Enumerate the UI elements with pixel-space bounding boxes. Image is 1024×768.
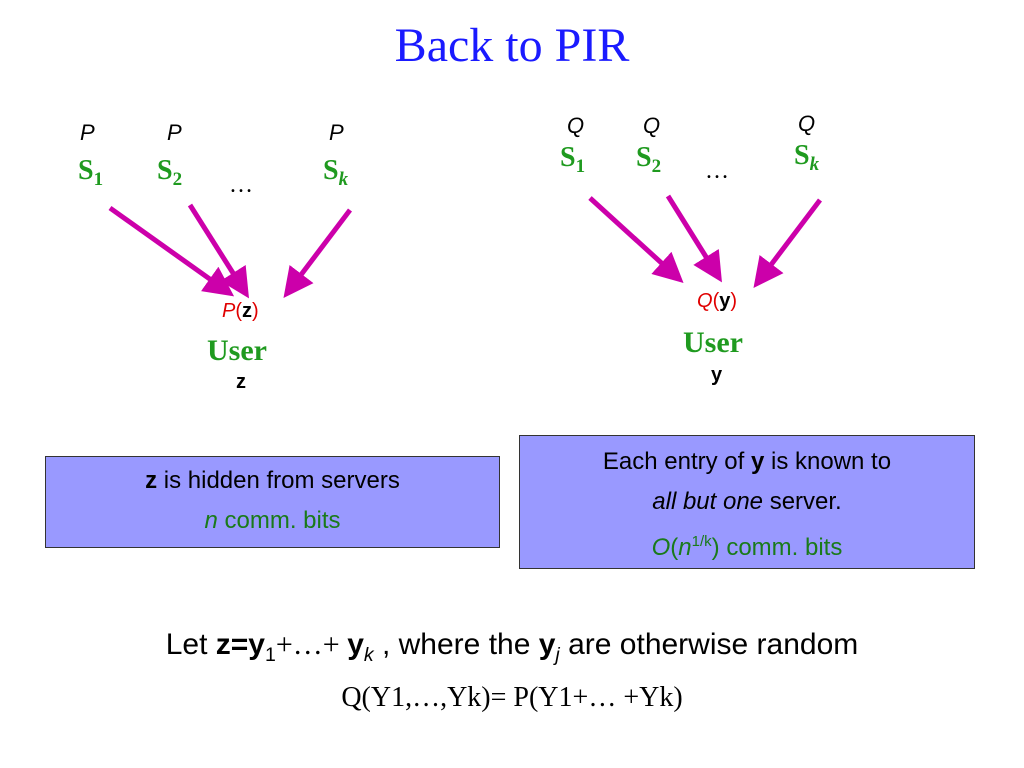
label-p-k: P	[329, 120, 344, 145]
server-s2-left: S2	[157, 155, 183, 190]
server-sk-left: Sk	[323, 155, 349, 190]
arrow-s2-to-user-left	[187, 203, 250, 299]
label-p-2: P	[167, 120, 182, 145]
eval-q-of-y: Q(y)	[697, 290, 738, 312]
label-p-1: P	[80, 120, 95, 145]
user-var-z: z	[236, 371, 246, 393]
server-s1-right: S1	[560, 142, 586, 177]
ellipsis-left: …	[229, 172, 253, 198]
arrow-sk-to-user-right	[753, 198, 822, 288]
info-box-right: Each entry of y is known to all but one …	[519, 435, 975, 569]
bottom-statement: Let z=y1+…+ yk , where the yj are otherw…	[165, 628, 859, 666]
page-title: Back to PIR	[394, 19, 630, 72]
arrow-sk-to-user-left	[283, 208, 352, 298]
info-box-left: z is hidden from servers n comm. bits	[45, 456, 500, 548]
bottom-equation: Q(Y1,…,Yk)= P(Y1+… +Yk)	[341, 682, 683, 713]
user-right: User	[683, 326, 743, 359]
user-var-y: y	[711, 364, 723, 386]
eval-p-of-z: P(z)	[222, 300, 259, 322]
label-q-k: Q	[798, 111, 816, 136]
server-sk-right: Sk	[794, 140, 820, 175]
label-q-2: Q	[643, 113, 661, 138]
server-s2-right: S2	[636, 142, 662, 177]
arrow-s1-to-user-right	[588, 196, 684, 284]
arrow-s1-to-user-left	[108, 205, 235, 297]
ellipsis-right: …	[705, 158, 729, 184]
user-left: User	[207, 334, 267, 367]
label-q-1: Q	[567, 113, 585, 138]
arrow-s2-to-user-right	[665, 194, 722, 283]
server-s1-left: S1	[78, 155, 104, 190]
